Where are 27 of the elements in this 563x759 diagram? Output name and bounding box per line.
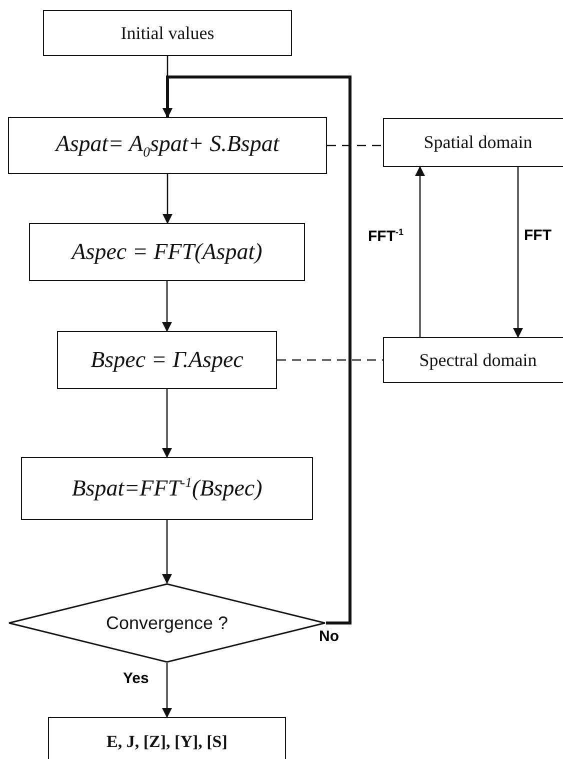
arrow [162,520,172,584]
process-box [383,337,563,383]
formula-box [21,457,313,520]
process-box [43,10,292,56]
formula-text: Aspat= A$_{0}$spat+ S.Bspat [56,130,280,160]
arrow [415,166,425,337]
formula-box [57,331,277,389]
node-text: E, J, [Z], [Y], [S] [106,732,228,752]
formula-box [29,223,305,281]
formula-text: Aspec = FFT(Aspat) [72,239,262,265]
node-text: Spatial domain [424,132,532,153]
arrow [162,281,172,332]
formula-box [8,117,327,174]
node-text: Spectral domain [419,350,537,370]
arrow [162,174,172,224]
formula-text: Bspat=FFT$^{-1}$(Bspec) [72,475,262,502]
formula-text: Bspec = Γ.Aspec [90,347,244,373]
arrow [162,389,172,458]
connector-line [327,144,383,146]
arrow [162,663,172,718]
node-text: Convergence ? [106,612,228,634]
arrow [513,167,523,338]
node-text: Initial values [120,22,214,44]
connector-line [277,359,383,361]
process-box [383,118,563,167]
result-box [48,717,286,759]
arrow [162,76,352,624]
